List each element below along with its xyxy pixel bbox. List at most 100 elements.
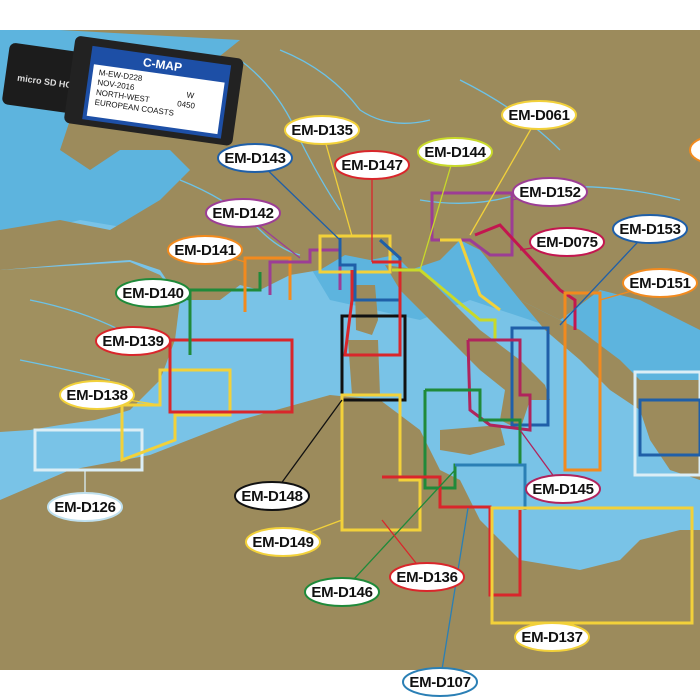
label-text: EM-D137 xyxy=(521,629,582,646)
label-text: EM-D148 xyxy=(241,488,302,505)
product-number: 0450 xyxy=(177,99,196,110)
box-em-d061 xyxy=(440,238,501,312)
chart-label-em-d152[interactable]: EM-D152 xyxy=(512,177,588,207)
microsd-card xyxy=(2,43,79,113)
label-text: EM-D135 xyxy=(291,122,352,139)
chart-label-em-d139[interactable]: EM-D139 xyxy=(95,326,171,356)
land-corsica-sardinia xyxy=(348,285,380,395)
box-em-d141 xyxy=(243,256,292,312)
chart-label-em-d137[interactable]: EM-D137 xyxy=(514,622,590,652)
chart-label-em-d148[interactable]: EM-D148 xyxy=(234,481,310,511)
chart-label-em-d146[interactable]: EM-D146 xyxy=(304,577,380,607)
label-bubble xyxy=(284,115,360,145)
leader-line-em-d061 xyxy=(469,114,540,236)
box-em-d135 xyxy=(318,234,392,274)
label-bubble xyxy=(612,214,688,244)
label-text: EM-D149 xyxy=(252,534,313,551)
box-em-d137 xyxy=(490,506,694,625)
leader-line-em-d144 xyxy=(419,151,456,271)
chart-label-em-d075[interactable]: EM-D075 xyxy=(529,227,605,257)
label-bubble xyxy=(234,481,310,511)
label-bubble xyxy=(525,474,601,504)
label-bubble xyxy=(501,100,577,130)
label-bubble xyxy=(217,143,293,173)
box-east-blue xyxy=(638,398,700,457)
box-em-d152 xyxy=(430,191,514,257)
sd-card: micro SD HC C-MAP M-EW-D228 NOV-2016 NOR… xyxy=(2,36,244,146)
chart-label-em-d149[interactable]: EM-D149 xyxy=(245,527,321,557)
label-text: EM-D153 xyxy=(619,221,680,238)
coverage-boxes xyxy=(33,191,700,625)
box-em-d144 xyxy=(392,268,497,340)
chart-label-em-d136[interactable]: EM-D136 xyxy=(389,562,465,592)
label-bubble xyxy=(115,278,191,308)
box-em-d149 xyxy=(340,393,422,532)
label-bubble xyxy=(334,150,410,180)
label-bubble xyxy=(304,577,380,607)
label-text: EM-D061 xyxy=(508,107,569,124)
label-text: EM-D126 xyxy=(54,499,115,516)
label-bubble xyxy=(622,268,698,298)
label-bubble xyxy=(245,527,321,557)
box-em-d153-a xyxy=(510,326,550,427)
partial-label xyxy=(689,138,700,162)
chart-label-em-d061[interactable]: EM-D061 xyxy=(501,100,577,130)
land-africa xyxy=(0,395,700,670)
label-bubble xyxy=(417,137,493,167)
label-bubble xyxy=(167,235,243,265)
label-text: EM-D145 xyxy=(532,481,593,498)
box-em-d147 xyxy=(343,260,402,357)
label-text: EM-D136 xyxy=(396,569,457,586)
land-sicily xyxy=(440,425,505,455)
label-text: EM-D138 xyxy=(66,387,127,404)
leader-line-em-d135 xyxy=(321,129,353,237)
chart-label-em-d138[interactable]: EM-D138 xyxy=(59,380,135,410)
label-text: EM-D107 xyxy=(409,674,470,691)
chart-label-em-d141[interactable]: EM-D141 xyxy=(167,235,243,265)
chart-label-em-d140[interactable]: EM-D140 xyxy=(115,278,191,308)
chart-label-em-d143[interactable]: EM-D143 xyxy=(217,143,293,173)
box-east xyxy=(633,370,700,477)
box-em-d136 xyxy=(382,475,522,597)
label-text: EM-D146 xyxy=(311,584,372,601)
label-bubble xyxy=(402,667,478,697)
label-text: EM-D151 xyxy=(629,275,690,292)
leader-line-em-d146 xyxy=(341,469,456,593)
chart-label-em-d145[interactable]: EM-D145 xyxy=(525,474,601,504)
box-em-d143 xyxy=(338,238,402,302)
label-text: EM-D142 xyxy=(212,205,273,222)
chart-label-em-d153[interactable]: EM-D153 xyxy=(612,214,688,244)
label-bubble xyxy=(95,326,171,356)
label-bubble xyxy=(389,562,465,592)
chart-label-em-d151[interactable]: EM-D151 xyxy=(622,268,698,298)
label-text: EM-D141 xyxy=(174,242,235,259)
chart-label-em-d126[interactable]: EM-D126 xyxy=(47,492,123,522)
label-bubble xyxy=(512,177,588,207)
chart-label-em-d107[interactable]: EM-D107 xyxy=(402,667,478,697)
label-text: EM-D144 xyxy=(424,144,486,161)
chart-label-em-d142[interactable]: EM-D142 xyxy=(205,198,281,228)
label-text: EM-D075 xyxy=(536,234,597,251)
label-text: EM-D139 xyxy=(102,333,163,350)
box-em-d148 xyxy=(340,314,407,402)
label-text: EM-D147 xyxy=(341,157,402,174)
chart-label-em-d147[interactable]: EM-D147 xyxy=(334,150,410,180)
chart-label-em-d144[interactable]: EM-D144 xyxy=(417,137,493,167)
box-em-d145 xyxy=(466,338,532,432)
chart-label-em-d135[interactable]: EM-D135 xyxy=(284,115,360,145)
zone: W xyxy=(186,90,195,100)
box-em-d151 xyxy=(563,291,602,472)
label-bubble xyxy=(47,492,123,522)
label-bubble xyxy=(205,198,281,228)
box-em-d075 xyxy=(474,223,577,330)
box-em-d140 xyxy=(188,272,262,355)
label-bubble xyxy=(529,227,605,257)
leader-line-em-d153 xyxy=(559,228,651,326)
leader-line-em-d148 xyxy=(271,399,343,497)
leader-line-em-d107 xyxy=(439,507,469,683)
box-em-d138 xyxy=(120,368,232,463)
label-text: EM-D152 xyxy=(519,184,580,201)
label-bubble xyxy=(59,380,135,410)
